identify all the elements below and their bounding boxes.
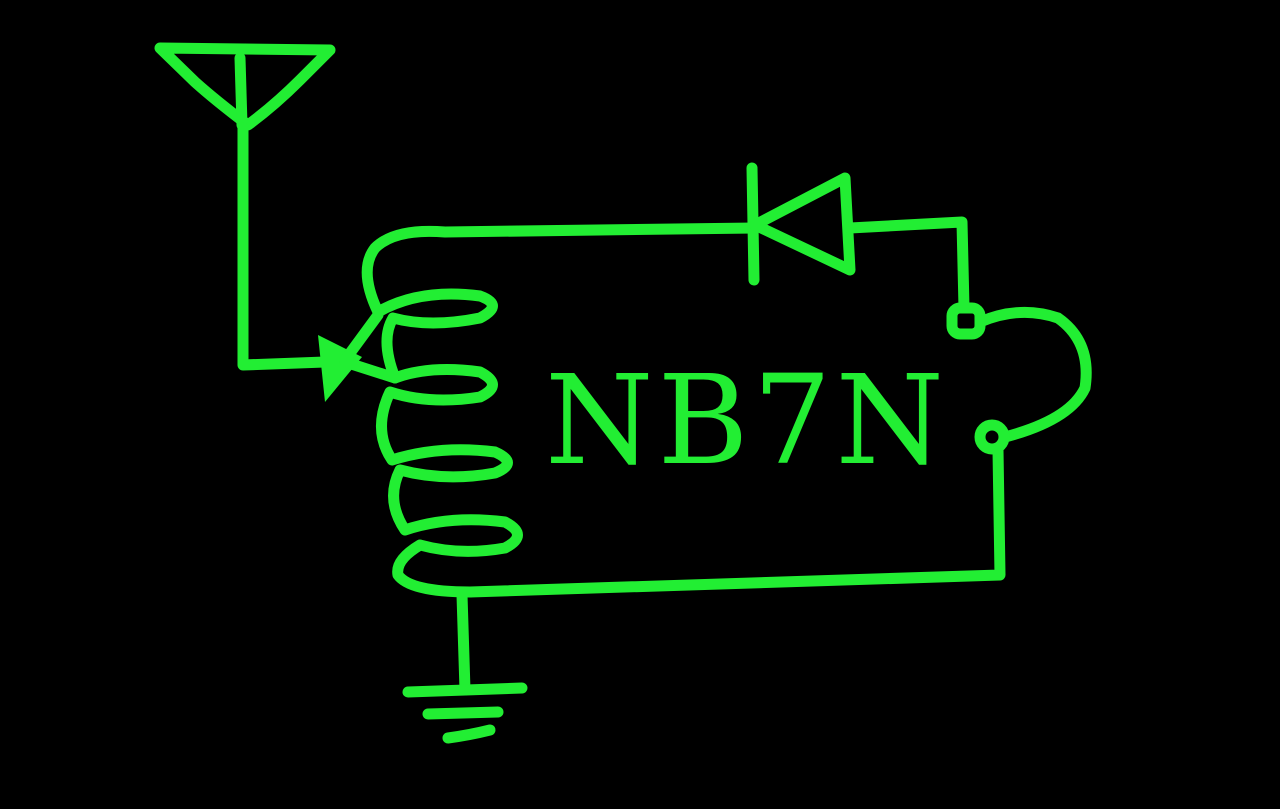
antenna-icon bbox=[154, 42, 336, 131]
coil-tap-slider bbox=[339, 309, 401, 384]
return-wire bbox=[464, 444, 1006, 598]
diode-icon bbox=[746, 162, 856, 286]
callsign-label: NB7N bbox=[545, 349, 948, 493]
antenna-lead-wire bbox=[237, 122, 331, 371]
diode-output-wire bbox=[844, 216, 970, 314]
top-wire bbox=[361, 222, 761, 318]
coil-icon bbox=[372, 288, 523, 598]
ground-icon bbox=[402, 589, 528, 744]
headphone-icon bbox=[946, 302, 1092, 455]
